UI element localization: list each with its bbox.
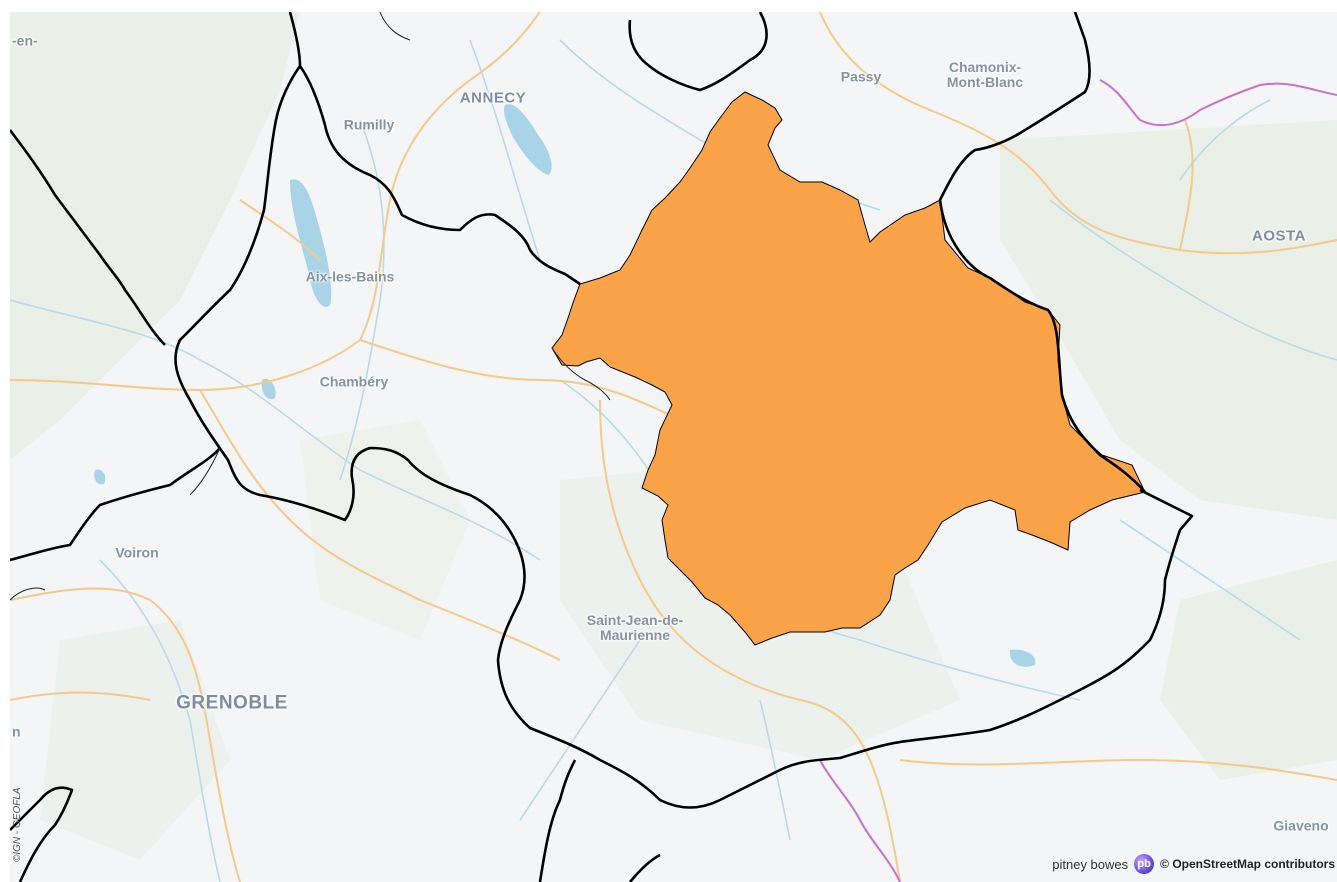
roads-layer (10, 12, 1337, 882)
pitney-bowes-logo-icon[interactable]: pb (1134, 854, 1155, 874)
city-label-grenoble: GRENOBLE (176, 692, 288, 714)
lakes-layer (94, 104, 1036, 667)
city-label-aosta: AOSTA (1252, 227, 1306, 245)
thin-borders (10, 12, 611, 601)
national-border-south (819, 759, 901, 882)
ign-credit: ©IGN - GEOFLA (12, 787, 23, 862)
pitney-bowes-text: pitney bowes (1052, 856, 1129, 872)
city-label-aix-les-bains: Aix-les-Bains (305, 268, 395, 285)
map-attribution: pitney bowes pb © OpenStreetMap contribu… (1052, 854, 1335, 874)
city-label-giaveno: Giaveno (1273, 817, 1329, 834)
map-base-layer (10, 12, 1337, 882)
city-label-saint-jean-de-maurienne: Saint-Jean-de- Maurienne (586, 612, 684, 643)
city-label-passy: Passy (840, 68, 882, 85)
city-label-partial-top-left: -en- (12, 32, 38, 49)
city-label-chamonix: Chamonix- Mont-Blanc (946, 59, 1024, 90)
city-label-chambery: Chambéry (319, 373, 389, 390)
city-label-rumilly: Rumilly (343, 116, 395, 133)
national-border (1099, 79, 1337, 127)
map-view[interactable]: ANNECY Rumilly Passy Chamonix- Mont-Blan… (10, 12, 1337, 882)
city-label-partial-left: n (12, 723, 21, 740)
city-label-voiron: Voiron (115, 544, 159, 561)
rivers-layer (10, 39, 1337, 882)
openstreetmap-link[interactable]: © OpenStreetMap contributors (1160, 857, 1335, 871)
department-borders (10, 12, 1194, 882)
city-label-annecy: ANNECY (459, 89, 527, 107)
terrain-layer (10, 12, 1337, 860)
